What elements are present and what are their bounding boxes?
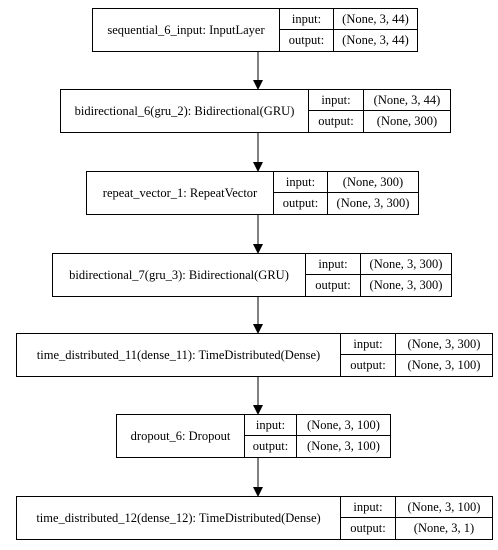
input-shape: (None, 3, 100) [395, 496, 493, 519]
input-key: input: [273, 171, 328, 194]
layer-label: bidirectional_6(gru_2): Bidirectional(GR… [60, 89, 309, 133]
output-shape: (None, 3, 300) [360, 274, 452, 297]
input-key: input: [340, 496, 396, 519]
output-key: output: [340, 354, 396, 377]
output-key: output: [308, 110, 364, 133]
output-shape: (None, 300) [363, 110, 451, 133]
input-shape: (None, 3, 300) [395, 333, 493, 356]
layer-label: dropout_6: Dropout [116, 414, 245, 458]
output-key: output: [273, 192, 328, 215]
input-shape: (None, 3, 44) [363, 89, 451, 112]
input-shape: (None, 3, 300) [360, 253, 452, 276]
input-shape: (None, 3, 100) [296, 414, 391, 437]
layer-label: sequential_6_input: InputLayer [92, 8, 280, 52]
input-key: input: [244, 414, 297, 437]
output-shape: (None, 3, 100) [296, 435, 391, 458]
input-shape: (None, 300) [327, 171, 419, 194]
output-shape: (None, 3, 1) [395, 517, 493, 540]
input-key: input: [340, 333, 396, 356]
layer-label: time_distributed_12(dense_12): TimeDistr… [16, 496, 341, 540]
layer-label: time_distributed_11(dense_11): TimeDistr… [16, 333, 341, 377]
layer-label: repeat_vector_1: RepeatVector [86, 171, 274, 215]
output-key: output: [305, 274, 361, 297]
input-key: input: [279, 8, 334, 31]
input-key: input: [308, 89, 364, 112]
output-shape: (None, 3, 44) [333, 29, 418, 52]
output-shape: (None, 3, 100) [395, 354, 493, 377]
layer-label: bidirectional_7(gru_3): Bidirectional(GR… [52, 253, 306, 297]
output-key: output: [244, 435, 297, 458]
output-shape: (None, 3, 300) [327, 192, 419, 215]
output-key: output: [279, 29, 334, 52]
output-key: output: [340, 517, 396, 540]
input-shape: (None, 3, 44) [333, 8, 418, 31]
input-key: input: [305, 253, 361, 276]
